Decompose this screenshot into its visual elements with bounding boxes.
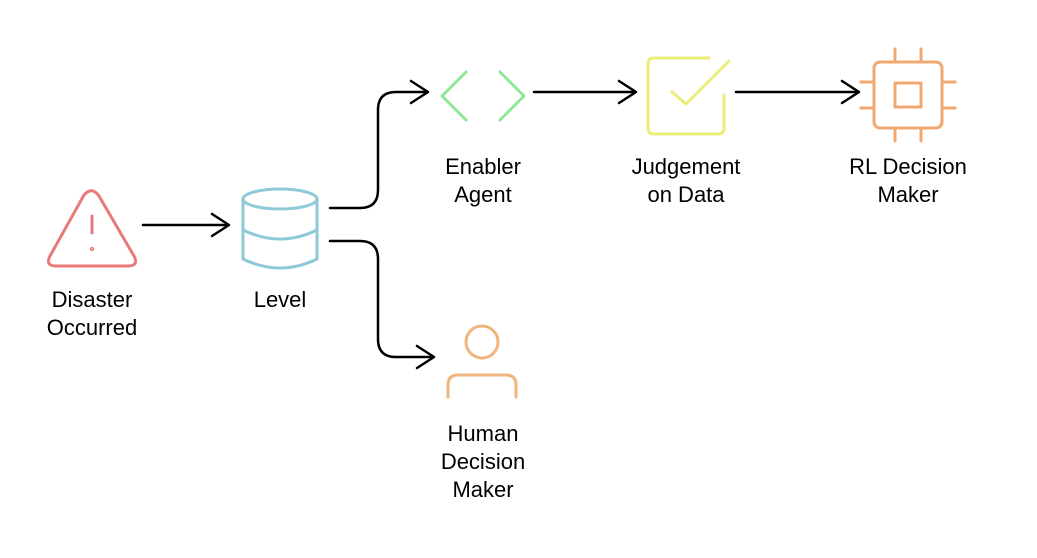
label-line: Judgement — [631, 154, 741, 179]
arrowhead — [210, 212, 231, 238]
label-line: Disaster — [51, 287, 133, 312]
arrowhead — [415, 344, 436, 370]
label-line: Maker — [877, 182, 939, 207]
label-line: Occurred — [46, 315, 138, 340]
cpu-chip-icon — [859, 47, 957, 143]
label-line: RL Decision — [849, 154, 967, 179]
database-icon — [241, 187, 319, 270]
person-head — [464, 324, 500, 360]
edge-level-to-human — [328, 239, 436, 370]
warning-triangle-icon — [47, 189, 137, 268]
left-bracket — [440, 70, 468, 122]
edge-line — [328, 90, 428, 210]
label-line: Decision — [440, 449, 526, 474]
triangle-outline — [47, 189, 137, 268]
label-judgement-on-data: Judgement on Data — [606, 153, 766, 209]
db-top — [241, 187, 319, 211]
label-rl-decision-maker: RL Decision Maker — [818, 153, 998, 209]
edge-enabler-to-judgement — [532, 79, 638, 105]
label-enabler-agent: Enabler Agent — [413, 153, 553, 209]
code-brackets-icon — [440, 70, 526, 122]
db-bottom — [241, 257, 319, 270]
label-line: Enabler — [445, 154, 521, 179]
checkbox-icon — [646, 56, 731, 136]
label-line: Agent — [454, 182, 512, 207]
label-human-decision-maker: Human Decision Maker — [413, 420, 553, 504]
label-line: Human — [447, 421, 519, 446]
arrowhead — [409, 79, 430, 105]
label-line: Maker — [452, 477, 514, 502]
label-level: Level — [220, 286, 340, 314]
label-line: on Data — [647, 182, 725, 207]
label-disaster-occurred: Disaster Occurred — [22, 286, 162, 342]
arrowhead — [840, 79, 861, 105]
check-mark — [670, 59, 731, 106]
edge-disaster-to-level — [141, 212, 231, 238]
edges — [141, 79, 861, 370]
chip-core — [893, 81, 923, 109]
edge-level-to-enabler — [328, 79, 430, 210]
chip-body — [872, 60, 944, 130]
exclamation-dot — [89, 246, 95, 252]
label-line: Level — [253, 287, 307, 312]
db-middle-ring — [241, 228, 319, 241]
edge-line — [328, 239, 434, 359]
box-outline — [646, 56, 726, 136]
arrowhead — [617, 79, 638, 105]
right-bracket — [498, 70, 526, 122]
edge-judgement-to-rl — [734, 79, 861, 105]
person-icon — [446, 324, 518, 399]
person-shoulders — [446, 373, 518, 399]
